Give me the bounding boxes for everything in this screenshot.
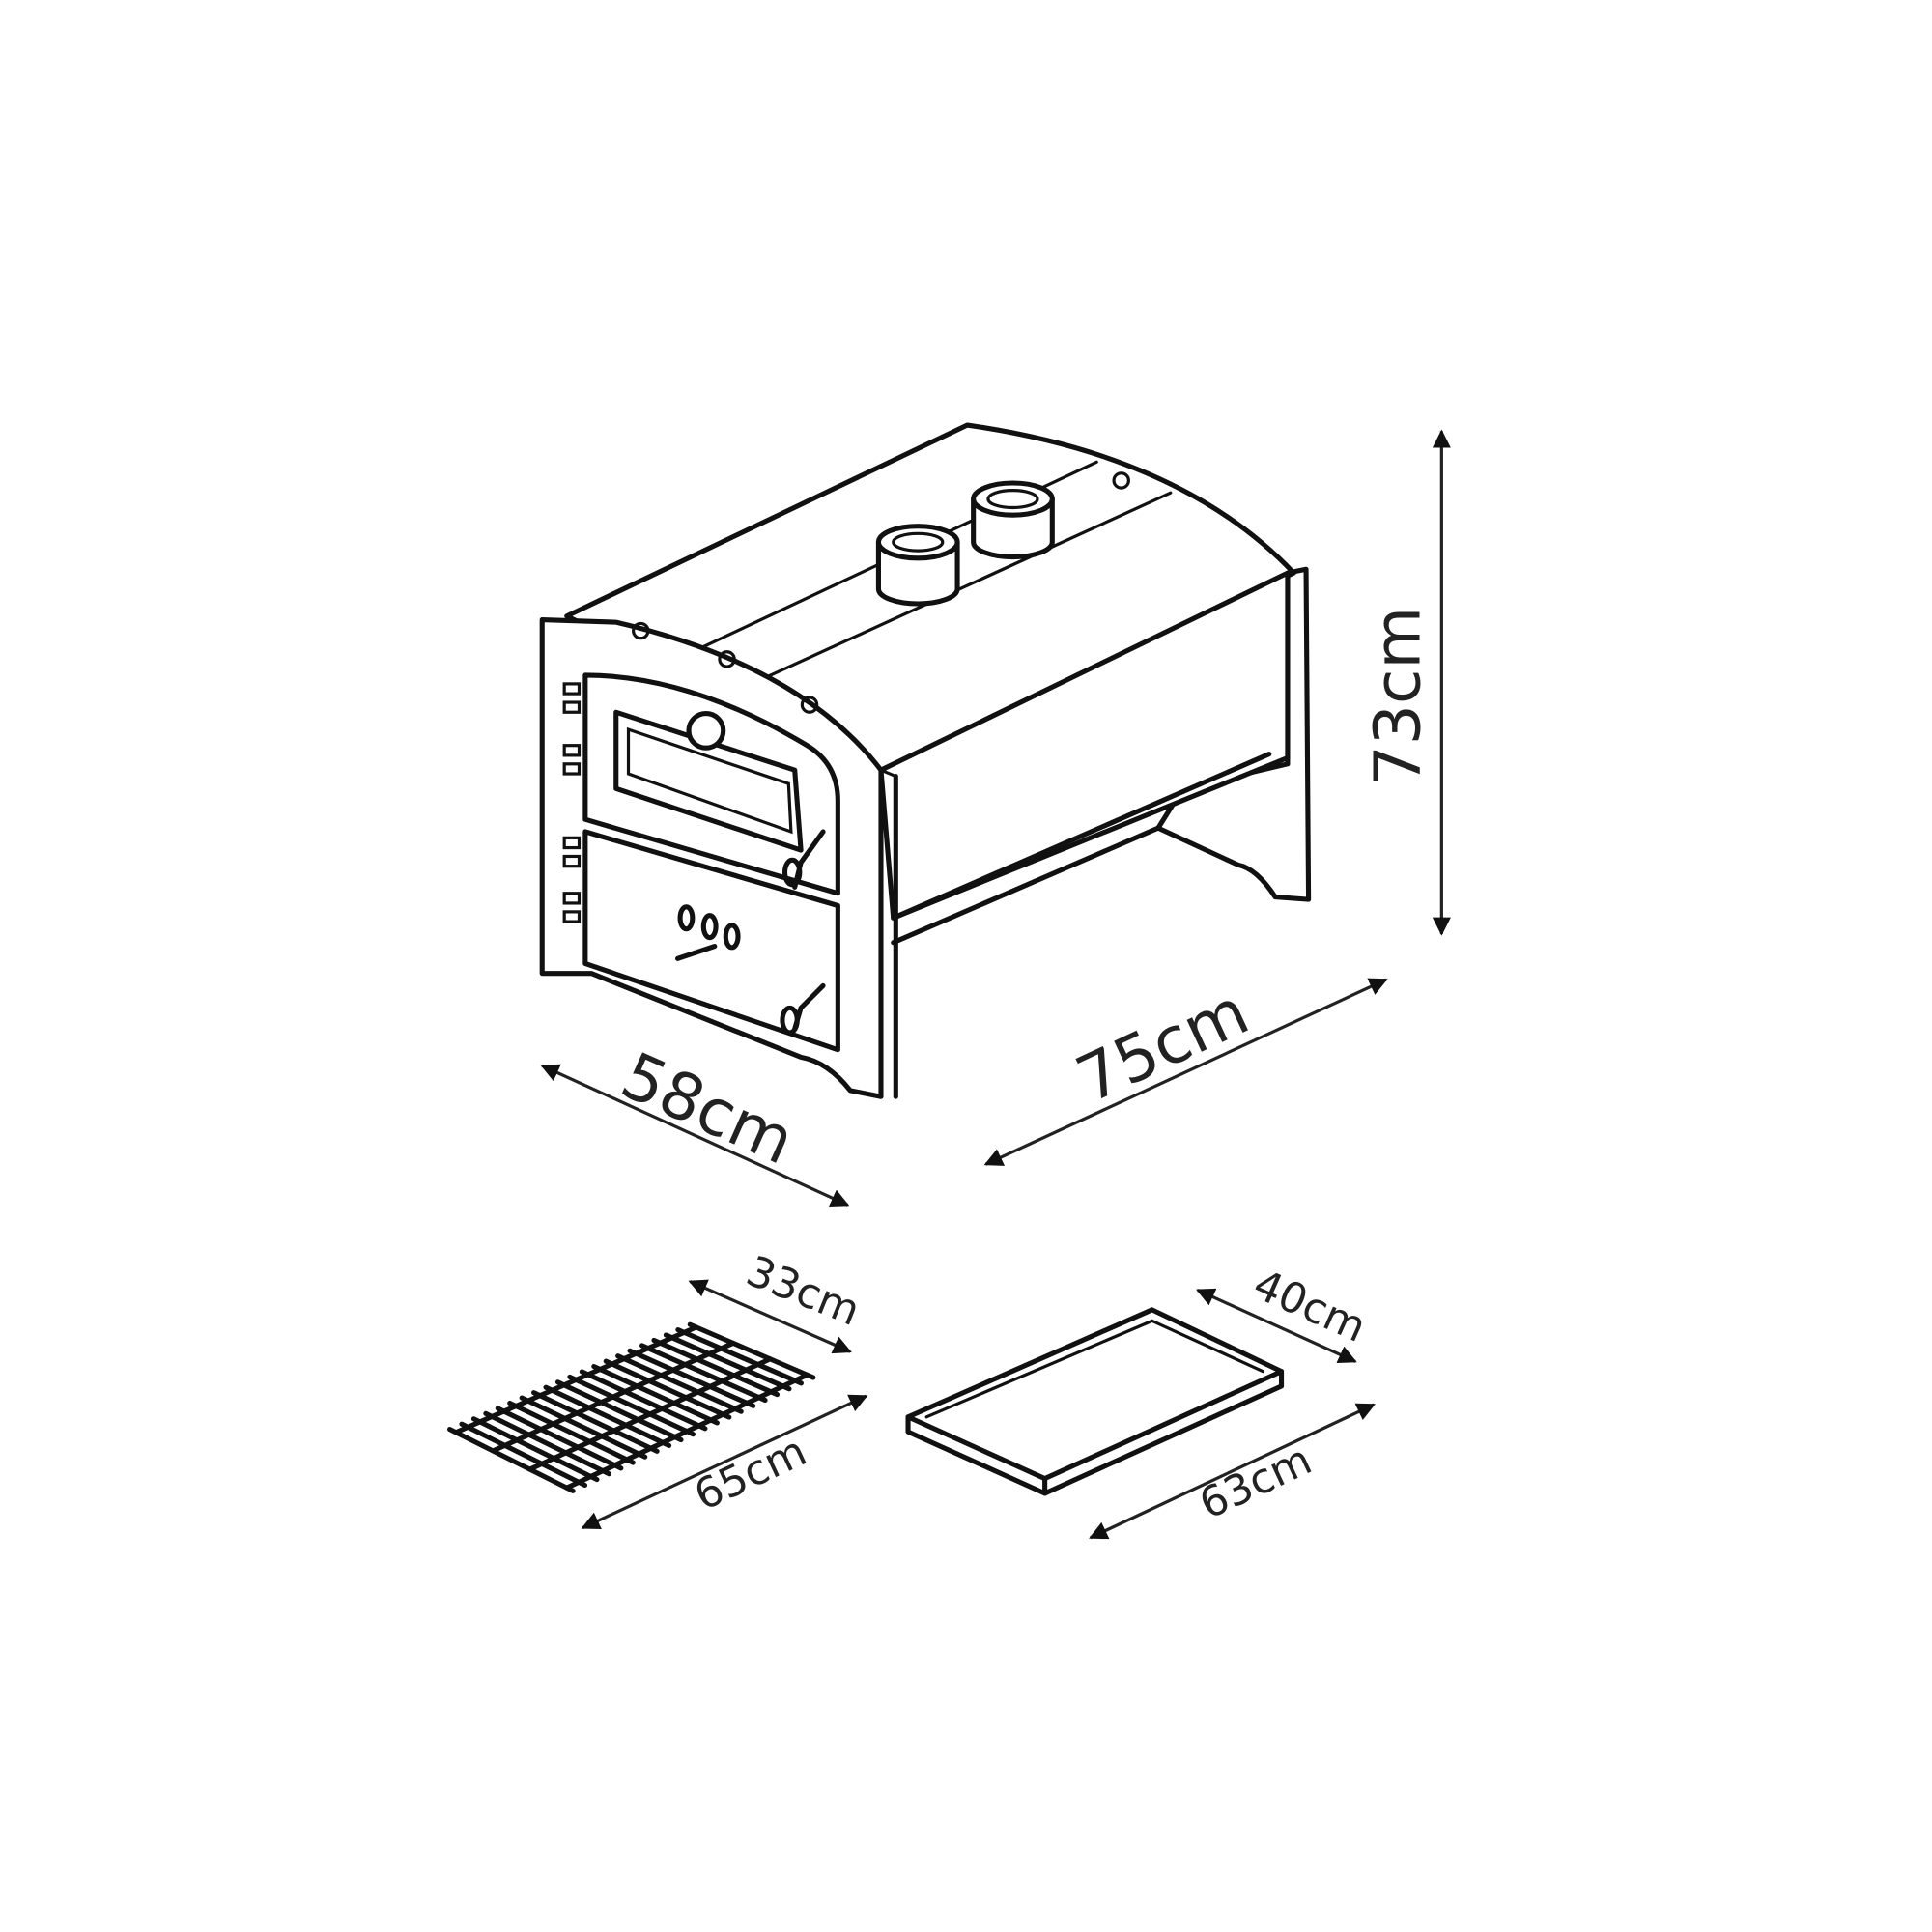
tray-width-label: 63cm	[1192, 1435, 1319, 1529]
width-label: 75cm	[1065, 974, 1260, 1118]
grill-bar	[447, 1427, 576, 1493]
height-label: 73cm	[1360, 607, 1435, 785]
grill-rail	[490, 1340, 736, 1454]
tray-depth-label: 40cm	[1246, 1261, 1373, 1352]
grill-rail	[453, 1324, 699, 1435]
dimension-depth: 58cm	[540, 1037, 850, 1208]
depth-label: 58cm	[611, 1037, 805, 1179]
oven-upper-door	[582, 672, 840, 896]
grill-bar	[651, 1337, 781, 1398]
hinges	[562, 682, 582, 923]
oven-drawing	[539, 422, 1312, 1099]
baking-tray	[905, 1307, 1285, 1496]
oven-lower-door	[582, 829, 840, 1053]
chimney	[875, 524, 960, 607]
door-thermometer	[686, 710, 726, 751]
grill-bar	[639, 1343, 768, 1404]
chimney	[971, 480, 1055, 560]
dimension-height: 73cm	[1360, 429, 1451, 936]
grill-width-label: 65cm	[687, 1428, 813, 1521]
dimension-width: 75cm	[983, 974, 1388, 1166]
grill-bar	[459, 1421, 588, 1489]
grill-rail	[526, 1356, 773, 1472]
oven-window	[613, 709, 804, 853]
oven-back-leg	[1155, 566, 1312, 902]
grill-bar	[663, 1332, 792, 1392]
grill-depth-label: 33cm	[740, 1247, 867, 1336]
oven-side	[878, 570, 1291, 921]
grill-bar	[470, 1416, 600, 1483]
